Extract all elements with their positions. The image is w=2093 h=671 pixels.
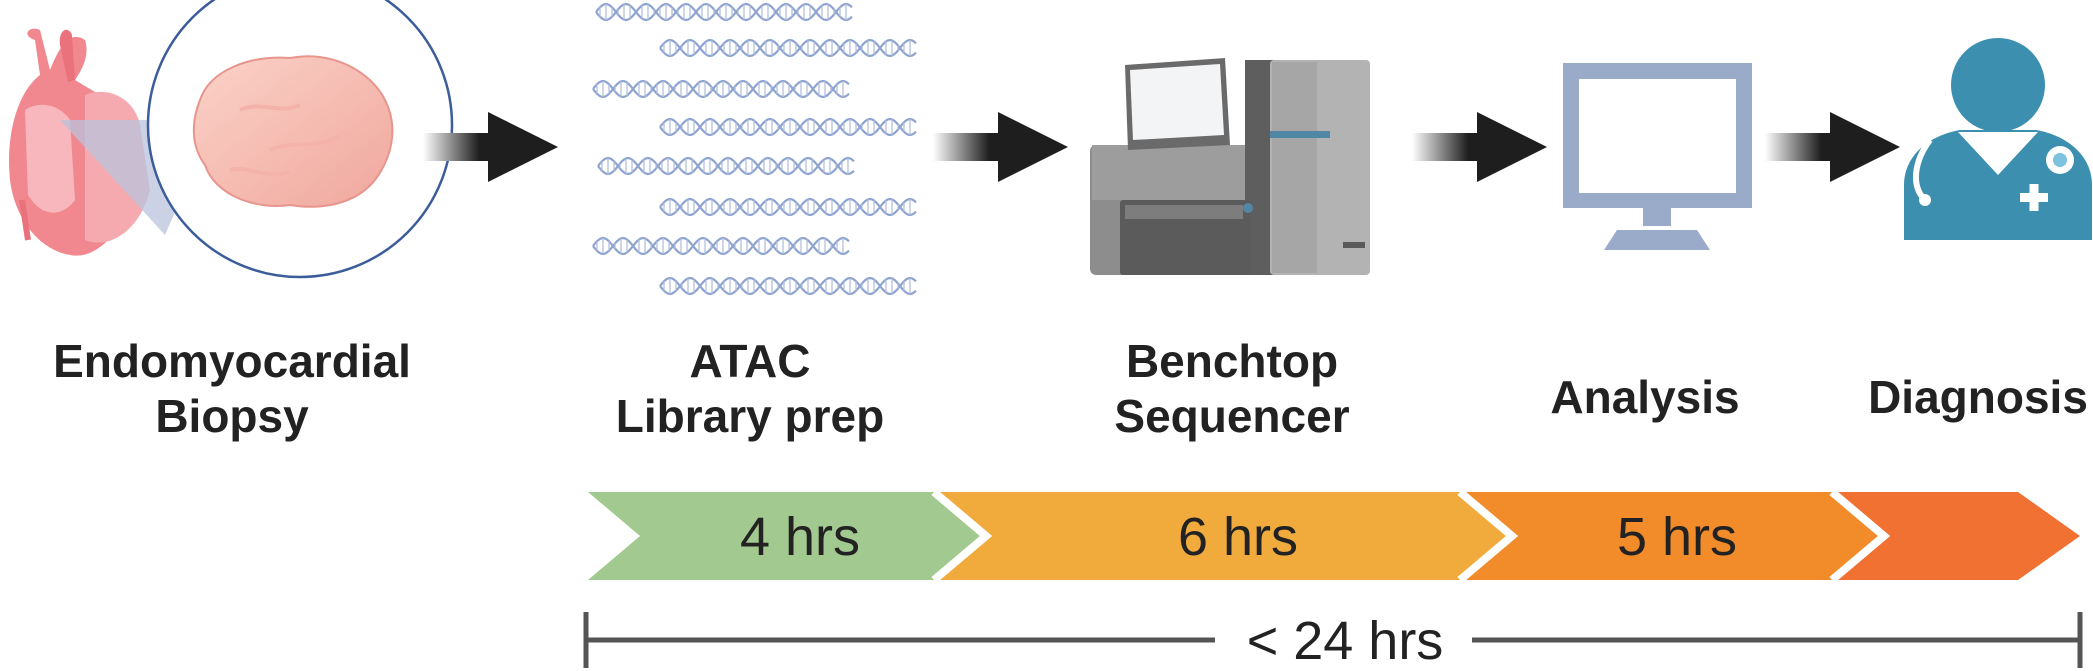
biopsy-magnifier-icon: [146, 0, 454, 279]
timeline-segment-3: [1460, 492, 1890, 580]
timeline-segment-2: [934, 492, 1518, 580]
step-label-diagnosis: Diagnosis: [1868, 371, 2088, 423]
dna-strands-icon: [592, 2, 917, 296]
flow-arrow: [1765, 112, 1900, 182]
step-label-atac-line2: Library prep: [616, 390, 884, 442]
flow-arrow: [1412, 112, 1547, 182]
flow-arrow: [933, 112, 1068, 182]
timeline-segment-4: [1832, 492, 2080, 580]
flow-arrow: [423, 112, 558, 182]
timeline-label-2: 6 hrs: [1178, 507, 1298, 567]
step-label-sequencer-line2: Sequencer: [1114, 390, 1349, 442]
step-label-atac-line1: ATAC: [690, 335, 811, 387]
timeline-segment-1: [588, 492, 992, 580]
doctor-icon: [1904, 38, 2092, 240]
timeline-label-3: 5 hrs: [1617, 507, 1737, 567]
heart-icon: [9, 28, 215, 256]
step-label-sequencer-line1: Benchtop: [1126, 335, 1338, 387]
monitor-icon: [1563, 63, 1752, 250]
total-duration-label: < 24 hrs: [1247, 611, 1444, 671]
timeline-label-1: 4 hrs: [740, 507, 860, 567]
sequencer-icon: [1090, 58, 1370, 275]
step-label-biopsy-line1: Endomyocardial: [53, 335, 411, 387]
step-label-biopsy-line2: Biopsy: [155, 390, 309, 442]
total-duration-bracket: [583, 612, 2083, 668]
step-label-analysis: Analysis: [1550, 371, 1739, 423]
